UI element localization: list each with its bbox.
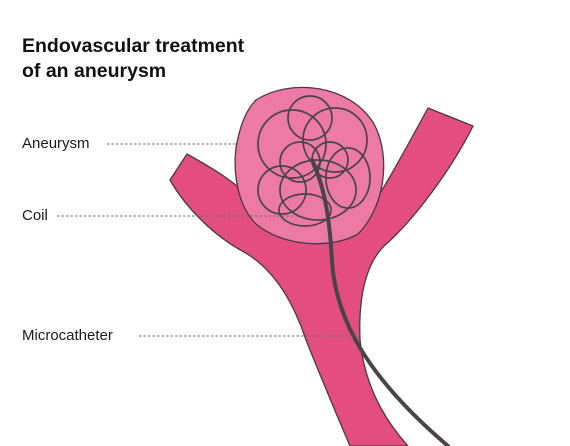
aneurysm-sac xyxy=(234,86,385,245)
microcatheter xyxy=(310,158,450,446)
leader-lines xyxy=(57,143,357,337)
coil xyxy=(257,95,371,227)
coil-loop xyxy=(279,141,321,183)
coil-loop xyxy=(287,95,333,141)
coil-loop xyxy=(302,107,368,173)
coil-loop xyxy=(257,109,327,179)
aneurysm-label: Aneurysm xyxy=(22,135,90,152)
coil-label: Coil xyxy=(22,207,48,224)
diagram-title: Endovascular treatment of an aneurysm xyxy=(22,34,244,84)
title-line-2: of an aneurysm xyxy=(22,60,167,82)
coil-loop xyxy=(278,193,332,227)
title-line-1: Endovascular treatment xyxy=(22,35,245,57)
coil-loop xyxy=(279,159,357,221)
microcatheter-label: Microcatheter xyxy=(22,327,113,344)
coil-loop xyxy=(257,165,307,215)
